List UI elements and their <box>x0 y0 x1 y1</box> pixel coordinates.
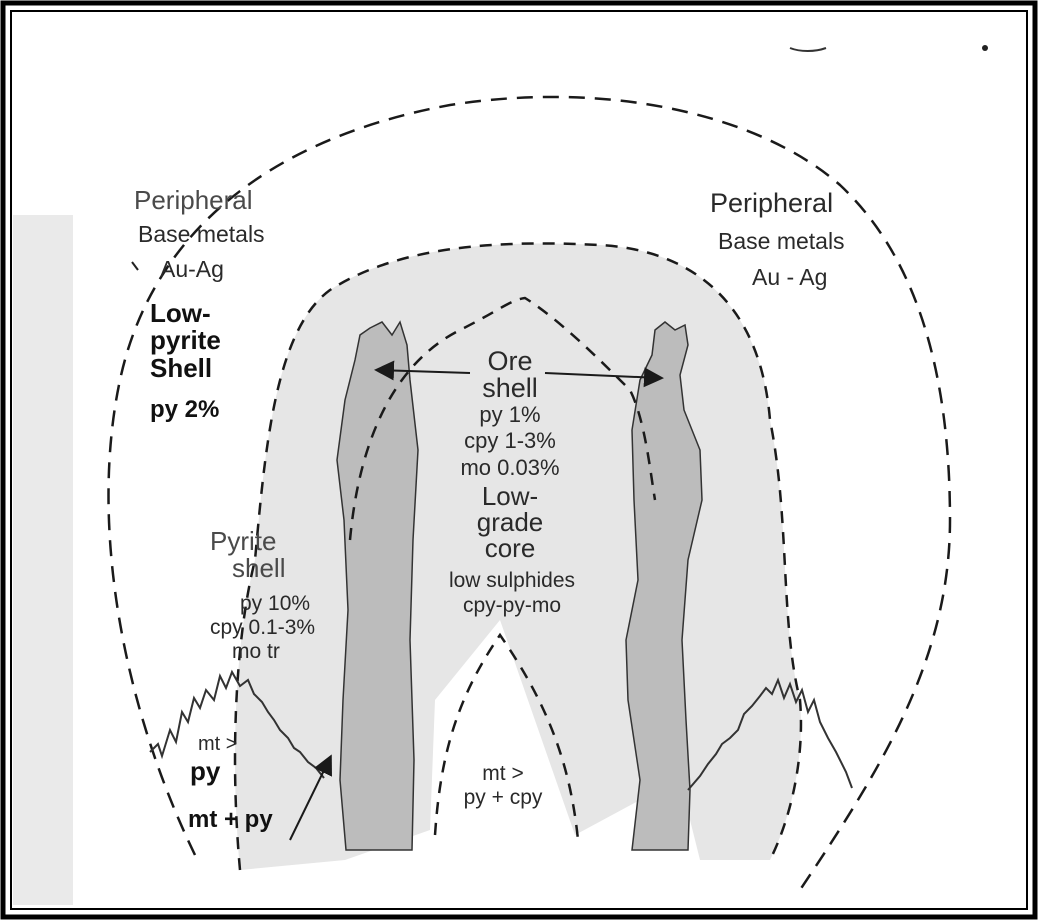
low-grade-line-2: grade <box>450 509 570 535</box>
low-sulphides-text: low sulphides <box>412 568 612 593</box>
mt-gt-center: mt > <box>438 762 568 786</box>
py-left-text: py <box>190 758 220 784</box>
pyrite-shell-py: py 10% <box>210 592 315 616</box>
py-left-label: py <box>190 758 220 784</box>
mt-plus-py-text: mt + py <box>188 808 273 832</box>
low-pyrite-py-value: py 2% <box>150 398 219 422</box>
au-ag-right-label: Au - Ag <box>752 266 827 289</box>
ore-shell-cpy: cpy 1-3% <box>425 428 595 454</box>
scan-shadow <box>13 215 73 905</box>
pyrite-shell-line-1: Pyrite <box>210 528 285 555</box>
base-metals-left-text: Base metals <box>138 223 265 246</box>
low-pyrite-line-1: Low- <box>150 300 221 327</box>
ore-shell-py: py 1% <box>425 402 595 428</box>
py-cpy-center: py + cpy <box>438 786 568 810</box>
mt-py-left-label: mt > <box>198 733 237 755</box>
peripheral-right-title: Peripheral <box>710 190 833 217</box>
au-ag-right-text: Au - Ag <box>752 266 827 289</box>
pyrite-shell-line-2: shell <box>210 555 285 582</box>
low-pyrite-shell-label: Low- pyrite Shell <box>150 300 221 382</box>
au-ag-left-label: Au-Ag <box>160 258 224 281</box>
peripheral-left-label: Peripheral <box>134 187 253 213</box>
speck-mark <box>790 48 826 51</box>
base-metals-right-label: Base metals <box>718 230 845 253</box>
low-grade-line-3: core <box>450 535 570 561</box>
left-intrusion-body <box>337 322 418 850</box>
ore-shell-label: Ore shell <box>465 348 555 402</box>
low-pyrite-line-3: Shell <box>150 355 221 382</box>
ore-shell-mo: mo 0.03% <box>425 455 595 481</box>
speck-dot <box>982 45 988 51</box>
ore-shell-line-2: shell <box>465 375 555 402</box>
low-pyrite-line-2: pyrite <box>150 327 221 354</box>
ore-shell-values: py 1% cpy 1-3% mo 0.03% <box>425 402 595 481</box>
tick-mark <box>132 262 138 270</box>
peripheral-left-title: Peripheral <box>134 187 253 213</box>
ore-shell-line-1: Ore <box>465 348 555 375</box>
pyrite-shell-values: py 10% cpy 0.1-3% mo tr <box>210 592 315 664</box>
peripheral-right-label: Peripheral <box>710 190 833 217</box>
cpy-py-mo-text: cpy-py-mo <box>412 593 612 618</box>
mt-gt-left: mt > <box>198 733 237 755</box>
pyrite-shell-label: Pyrite shell <box>210 528 285 583</box>
pyrite-shell-mo: mo tr <box>210 640 315 664</box>
base-metals-left-label: Base metals <box>138 223 265 246</box>
low-grade-line-1: Low- <box>450 483 570 509</box>
base-metals-right-text: Base metals <box>718 230 845 253</box>
low-grade-values: low sulphides cpy-py-mo <box>412 568 612 618</box>
mt-plus-py-label: mt + py <box>188 808 273 832</box>
au-ag-left-text: Au-Ag <box>160 258 224 281</box>
low-grade-core-label: Low- grade core <box>450 483 570 561</box>
low-pyrite-py-text: py 2% <box>150 398 219 422</box>
pyrite-shell-cpy: cpy 0.1-3% <box>210 616 315 640</box>
mt-py-cpy-label: mt > py + cpy <box>438 762 568 810</box>
